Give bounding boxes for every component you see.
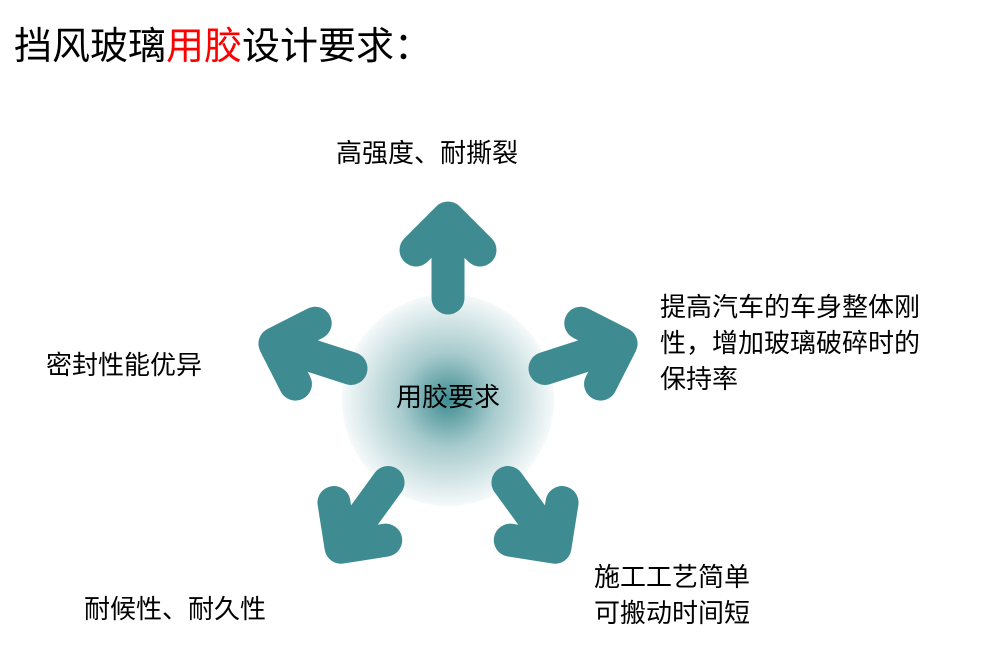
requirement-rigidity: 提高汽车的车身整体刚 性，增加玻璃破碎时的 保持率 bbox=[660, 290, 920, 398]
arrow-up-icon bbox=[416, 218, 480, 298]
requirement-line: 提高汽车的车身整体刚 bbox=[660, 293, 921, 323]
title-highlight: 用胶 bbox=[166, 24, 243, 68]
requirement-line: 密封性能优异 bbox=[46, 351, 203, 381]
center-circle bbox=[342, 294, 554, 506]
requirement-durability: 耐候性、耐久性 bbox=[84, 592, 266, 628]
requirement-sealing: 密封性能优异 bbox=[46, 348, 202, 384]
requirement-line: 施工工艺简单 bbox=[594, 563, 751, 593]
slide-title: 挡风玻璃用胶设计要求： bbox=[14, 22, 432, 70]
title-suffix: 设计要求： bbox=[242, 24, 433, 68]
title-prefix: 挡风玻璃 bbox=[14, 24, 167, 68]
requirement-line: 高强度、耐撕裂 bbox=[336, 139, 519, 169]
requirement-strength: 高强度、耐撕裂 bbox=[336, 136, 518, 172]
requirement-process: 施工工艺简单 可搬动时间短 bbox=[594, 560, 750, 632]
requirement-line: 耐候性、耐久性 bbox=[84, 595, 267, 625]
center-label: 用胶要求 bbox=[395, 383, 500, 413]
requirement-line: 保持率 bbox=[660, 365, 739, 395]
requirement-line: 性，增加玻璃破碎时的 bbox=[660, 329, 921, 359]
requirement-line: 可搬动时间短 bbox=[594, 599, 751, 629]
